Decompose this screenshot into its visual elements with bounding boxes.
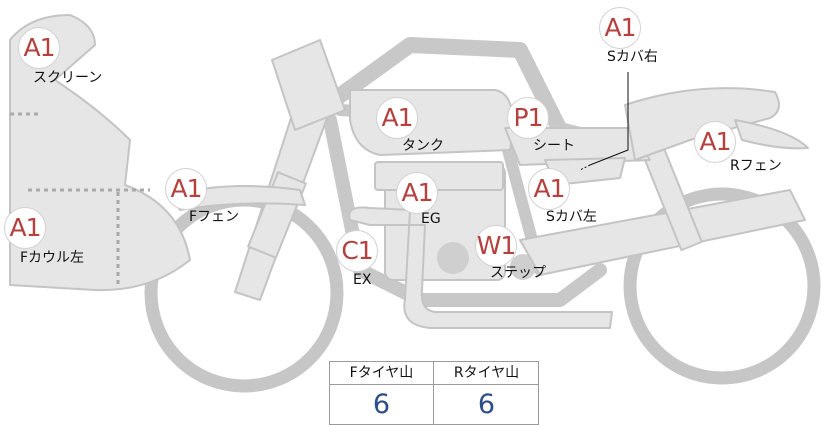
step-knob <box>510 254 536 280</box>
part-label-exhaust: EX <box>353 272 372 288</box>
grade-badge-exhaust: C1 <box>336 230 378 272</box>
part-label-side-cover-right: Sカバ右 <box>607 49 658 65</box>
side-cover-leader <box>589 72 629 166</box>
engine-cover <box>437 242 469 274</box>
rear-tire-header: Rタイヤ山 <box>434 362 539 385</box>
part-label-tank: タンク <box>402 138 444 154</box>
front-tire-header: Fタイヤ山 <box>330 362 434 385</box>
part-label-step: ステップ <box>490 265 546 281</box>
part-label-seat: シート <box>533 138 575 154</box>
grade-badge-seat: P1 <box>507 97 549 139</box>
grade-badge-tank: A1 <box>376 97 418 139</box>
grade-badge-rear-fender: A1 <box>694 121 736 163</box>
engine-head <box>374 161 504 191</box>
grade-badge-screen: A1 <box>18 27 60 69</box>
tire-tread-table: Fタイヤ山 Rタイヤ山 6 6 <box>329 361 539 425</box>
part-label-front-fender: Fフェン <box>189 209 240 225</box>
grade-badge-engine: A1 <box>396 172 438 214</box>
grade-badge-front-cowl-left: A1 <box>4 207 46 249</box>
part-label-side-cover-left: Sカバ左 <box>546 209 597 225</box>
grade-badge-front-fender: A1 <box>165 168 207 210</box>
rear-tire-value: 6 <box>477 389 496 420</box>
part-label-screen: スクリーン <box>33 70 103 86</box>
part-label-engine: EG <box>421 211 441 227</box>
rear-wheel <box>623 187 821 385</box>
grade-badge-side-cover-right: A1 <box>599 7 641 49</box>
front-tire-value: 6 <box>330 385 434 425</box>
grade-badge-side-cover-left: A1 <box>528 168 570 210</box>
headlight <box>271 39 346 131</box>
swing-arm <box>519 189 806 276</box>
rear-fender-shape <box>734 119 809 150</box>
side-cover-leader-dash <box>579 164 591 171</box>
part-label-front-cowl-left: Fカウル左 <box>20 250 85 266</box>
exhaust-pipe <box>348 206 613 329</box>
part-label-rear-fender: Rフェン <box>730 158 782 174</box>
front-cowl <box>9 14 191 292</box>
grade-badge-step: W1 <box>475 225 517 267</box>
